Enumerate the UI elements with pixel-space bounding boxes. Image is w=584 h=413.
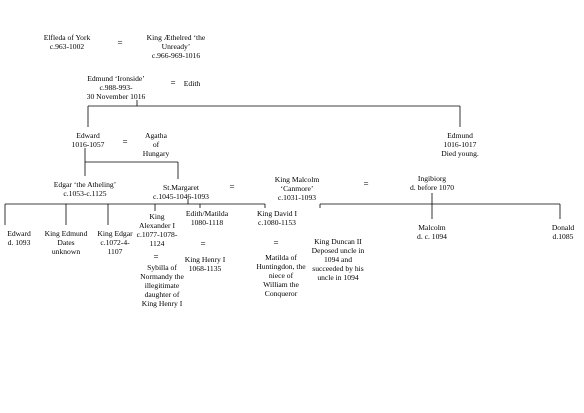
person-text-line: King Edmund [44, 229, 88, 238]
person-text-line: unknown [51, 247, 81, 256]
person-text-line: niece of [268, 271, 294, 280]
person-text-line: Malcolm [418, 223, 446, 232]
person-text-line: d. before 1070 [409, 183, 455, 192]
person-text-line: c.1072-4- [100, 238, 130, 247]
person-text-line: daughter of [144, 290, 180, 299]
person-edith: Edith [184, 79, 200, 88]
person-text-line: c.1031-1093 [277, 193, 317, 202]
marriage-symbol: = [153, 252, 159, 262]
person-text-line: Edward [7, 229, 31, 238]
marriage-symbol: = [273, 238, 279, 248]
person-text-line: c.1045-1046-1093 [153, 192, 209, 201]
person-text-line: King David I [256, 209, 298, 218]
person-text-line: King Henry I [141, 299, 183, 308]
person-text-line: Edgar ‘the Atheling’ [53, 180, 117, 189]
person-text-line: William the [263, 280, 299, 289]
person-text-line: 1124 [149, 239, 165, 248]
marriage-symbol: = [200, 239, 206, 249]
person-text-line: Edmund [447, 131, 473, 140]
person-text-line: of [152, 140, 160, 149]
person-text-line: Ingibiorg [417, 174, 447, 183]
person-text-line: 1094 and [323, 255, 353, 264]
person-edgar-atheling: Edgar ‘the Atheling’c.1053-c.1125 [54, 180, 116, 198]
person-text-line: 1016-1017 [443, 140, 477, 149]
person-text-line: Edith/Matilda [185, 209, 229, 218]
person-text-line: Unready’ [161, 42, 191, 51]
person-text-line: 1080-1118 [190, 218, 224, 227]
marriage-symbol: = [117, 38, 123, 48]
person-text-line: Donald [551, 223, 575, 232]
person-text-line: 1107 [107, 247, 123, 256]
person-text-line: illegitimate [144, 281, 180, 290]
person-text-line: King Æthelred ‘the [146, 33, 206, 42]
person-text-line: King Duncan II [314, 237, 362, 246]
person-text-line: Died young. [441, 149, 479, 158]
person-text-line: c.963-1002 [49, 42, 85, 51]
person-text-line: 1068-1135 [188, 264, 222, 273]
person-text-line: King [149, 212, 165, 221]
person-text-line: 30 November 1016 [86, 92, 146, 101]
person-text-line: c.988-993- [99, 83, 133, 92]
person-text-line: d.1085 [552, 232, 574, 241]
person-text-line: Edith [183, 79, 201, 88]
person-text-line: 1016-1057 [71, 140, 105, 149]
person-text-line: c.1080-1153 [258, 218, 296, 227]
person-text-line: d. c. 1094 [417, 232, 447, 241]
person-malcolm-canmore: King Malcolm‘Canmore’c.1031-1093 [275, 175, 320, 202]
person-text-line: King Henry I [184, 255, 226, 264]
person-text-line: c.966-969-1016 [151, 51, 201, 60]
person-text-line: Alexander I [138, 221, 176, 230]
person-text-line: Elfleda of York [43, 33, 91, 42]
marriage-symbol: = [363, 179, 369, 189]
marriage-symbol: = [170, 78, 176, 88]
person-text-line: King Edgar [97, 229, 133, 238]
marriage-symbol: = [122, 137, 128, 147]
person-text-line: uncle in 1094 [317, 273, 359, 282]
person-text-line: Huntingdon, the [256, 262, 306, 271]
person-text-line: Edward [76, 131, 100, 140]
person-text-line: Normandy the [140, 272, 184, 281]
person-text-line: Deposed uncle in [311, 246, 365, 255]
person-text-line: Matilda of [265, 253, 297, 262]
person-text-line: King Malcolm [274, 175, 320, 184]
person-text-line: Agatha [145, 131, 167, 140]
person-edmund-ironside: Edmund ‘Ironside’c.988-993-30 November 1… [87, 74, 146, 101]
marriage-symbol: = [229, 182, 235, 192]
person-text-line: c.1053-c.1125 [63, 189, 107, 198]
person-text-line: Edmund ‘Ironside’ [87, 74, 145, 83]
person-text-line: Hungary [142, 149, 170, 158]
person-text-line: succeeded by his [312, 264, 364, 273]
person-text-line: d. 1093 [7, 238, 31, 247]
person-text-line: St.Margaret [163, 183, 199, 192]
person-text-line: ‘Canmore’ [280, 184, 314, 193]
person-text-line: Dates [57, 238, 75, 247]
person-text-line: Sybilla of [147, 263, 177, 272]
person-text-line: c.1077-1078- [136, 230, 178, 239]
person-text-line: Conqueror [264, 289, 298, 298]
